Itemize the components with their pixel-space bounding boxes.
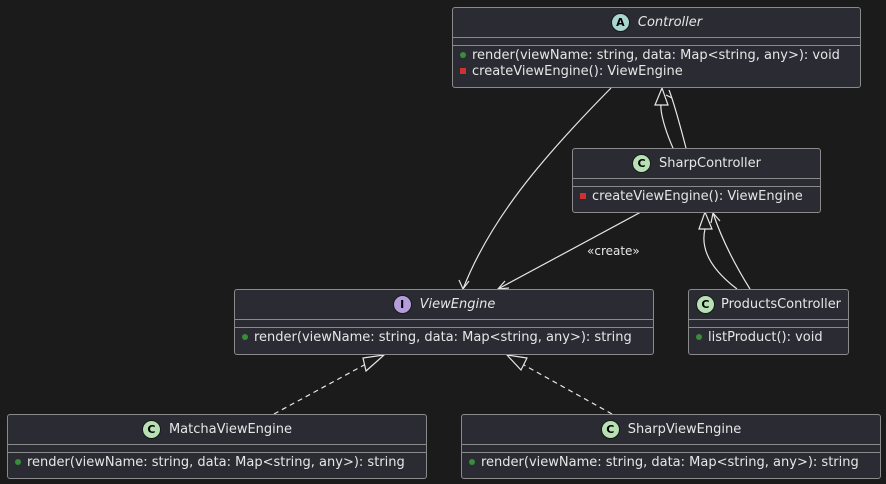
arrowhead-controller-viewengine — [458, 279, 470, 291]
member-text: render(viewName: string, data: Map<strin… — [472, 47, 840, 63]
member-render: render(viewName: string, data: Map<strin… — [15, 454, 422, 470]
class-matcha-view-engine[interactable]: C MatchaViewEngine render(viewName: stri… — [7, 414, 427, 479]
member-create-view-engine: createViewEngine(): ViewEngine — [580, 188, 816, 204]
member-text: render(viewName: string, data: Map<strin… — [481, 454, 859, 470]
private-method-icon — [460, 68, 466, 74]
private-method-icon — [580, 193, 586, 199]
edge-sharpve-viewengine — [523, 364, 613, 415]
class-name: Controller — [637, 15, 703, 30]
public-method-icon — [242, 334, 248, 340]
class-products-controller[interactable]: C ProductsController listProduct(): void — [688, 289, 849, 355]
member-text: render(viewName: string, data: Map<strin… — [27, 454, 405, 470]
edge-productscontroller-sharpcontroller-a — [703, 228, 738, 290]
interface-icon: I — [392, 295, 412, 314]
public-method-icon — [460, 52, 466, 58]
edge-sharpcontroller-controller-a — [660, 103, 674, 149]
inheritance-triangle-sharpcontroller — [698, 210, 713, 230]
create-dependency-label: «create» — [587, 244, 640, 258]
member-text: createViewEngine(): ViewEngine — [472, 63, 683, 79]
class-name: ProductsController — [720, 297, 842, 312]
arrowhead-sharpcontroller-viewengine — [496, 280, 510, 290]
abstract-class-icon: A — [610, 13, 630, 32]
class-sharp-view-engine[interactable]: C SharpViewEngine render(viewName: strin… — [461, 414, 881, 479]
member-render: render(viewName: string, data: Map<strin… — [469, 454, 876, 470]
member-create-view-engine: createViewEngine(): ViewEngine — [460, 63, 856, 79]
public-method-icon — [469, 459, 475, 465]
member-render: render(viewName: string, data: Map<strin… — [460, 47, 856, 63]
realization-triangle-sharpve — [505, 354, 528, 372]
class-name: SharpViewEngine — [627, 422, 742, 437]
public-method-icon — [696, 334, 702, 340]
class-icon: C — [141, 420, 161, 439]
arrowhead-productscontroller-sharpcontroller — [710, 211, 721, 224]
edge-productscontroller-sharpcontroller-b — [712, 212, 751, 290]
arrowhead-sharpcontroller-controller — [665, 94, 673, 99]
class-controller[interactable]: A Controller render(viewName: string, da… — [452, 7, 861, 88]
class-sharp-controller[interactable]: C SharpController createViewEngine(): Vi… — [572, 148, 821, 213]
inheritance-triangle-controller — [654, 86, 669, 106]
member-list-product: listProduct(): void — [696, 329, 844, 345]
member-render: render(viewName: string, data: Map<strin… — [242, 329, 649, 345]
edge-sharpcontroller-controller-b — [668, 89, 687, 149]
member-text: createViewEngine(): ViewEngine — [592, 188, 803, 204]
edge-sharpcontroller-viewengine — [497, 211, 642, 290]
class-icon: C — [695, 295, 715, 314]
realization-triangle-matcha — [362, 354, 386, 373]
edge-controller-viewengine — [462, 87, 612, 290]
member-text: listProduct(): void — [708, 329, 823, 345]
interface-view-engine[interactable]: I ViewEngine render(viewName: string, da… — [234, 289, 654, 355]
class-name: ViewEngine — [419, 297, 496, 312]
public-method-icon — [15, 459, 21, 465]
class-icon: C — [631, 154, 651, 173]
member-text: render(viewName: string, data: Map<strin… — [254, 329, 632, 345]
class-name: MatchaViewEngine — [168, 422, 293, 437]
edge-matcha-viewengine — [273, 363, 367, 415]
class-icon: C — [600, 420, 620, 439]
class-name: SharpController — [658, 156, 761, 171]
